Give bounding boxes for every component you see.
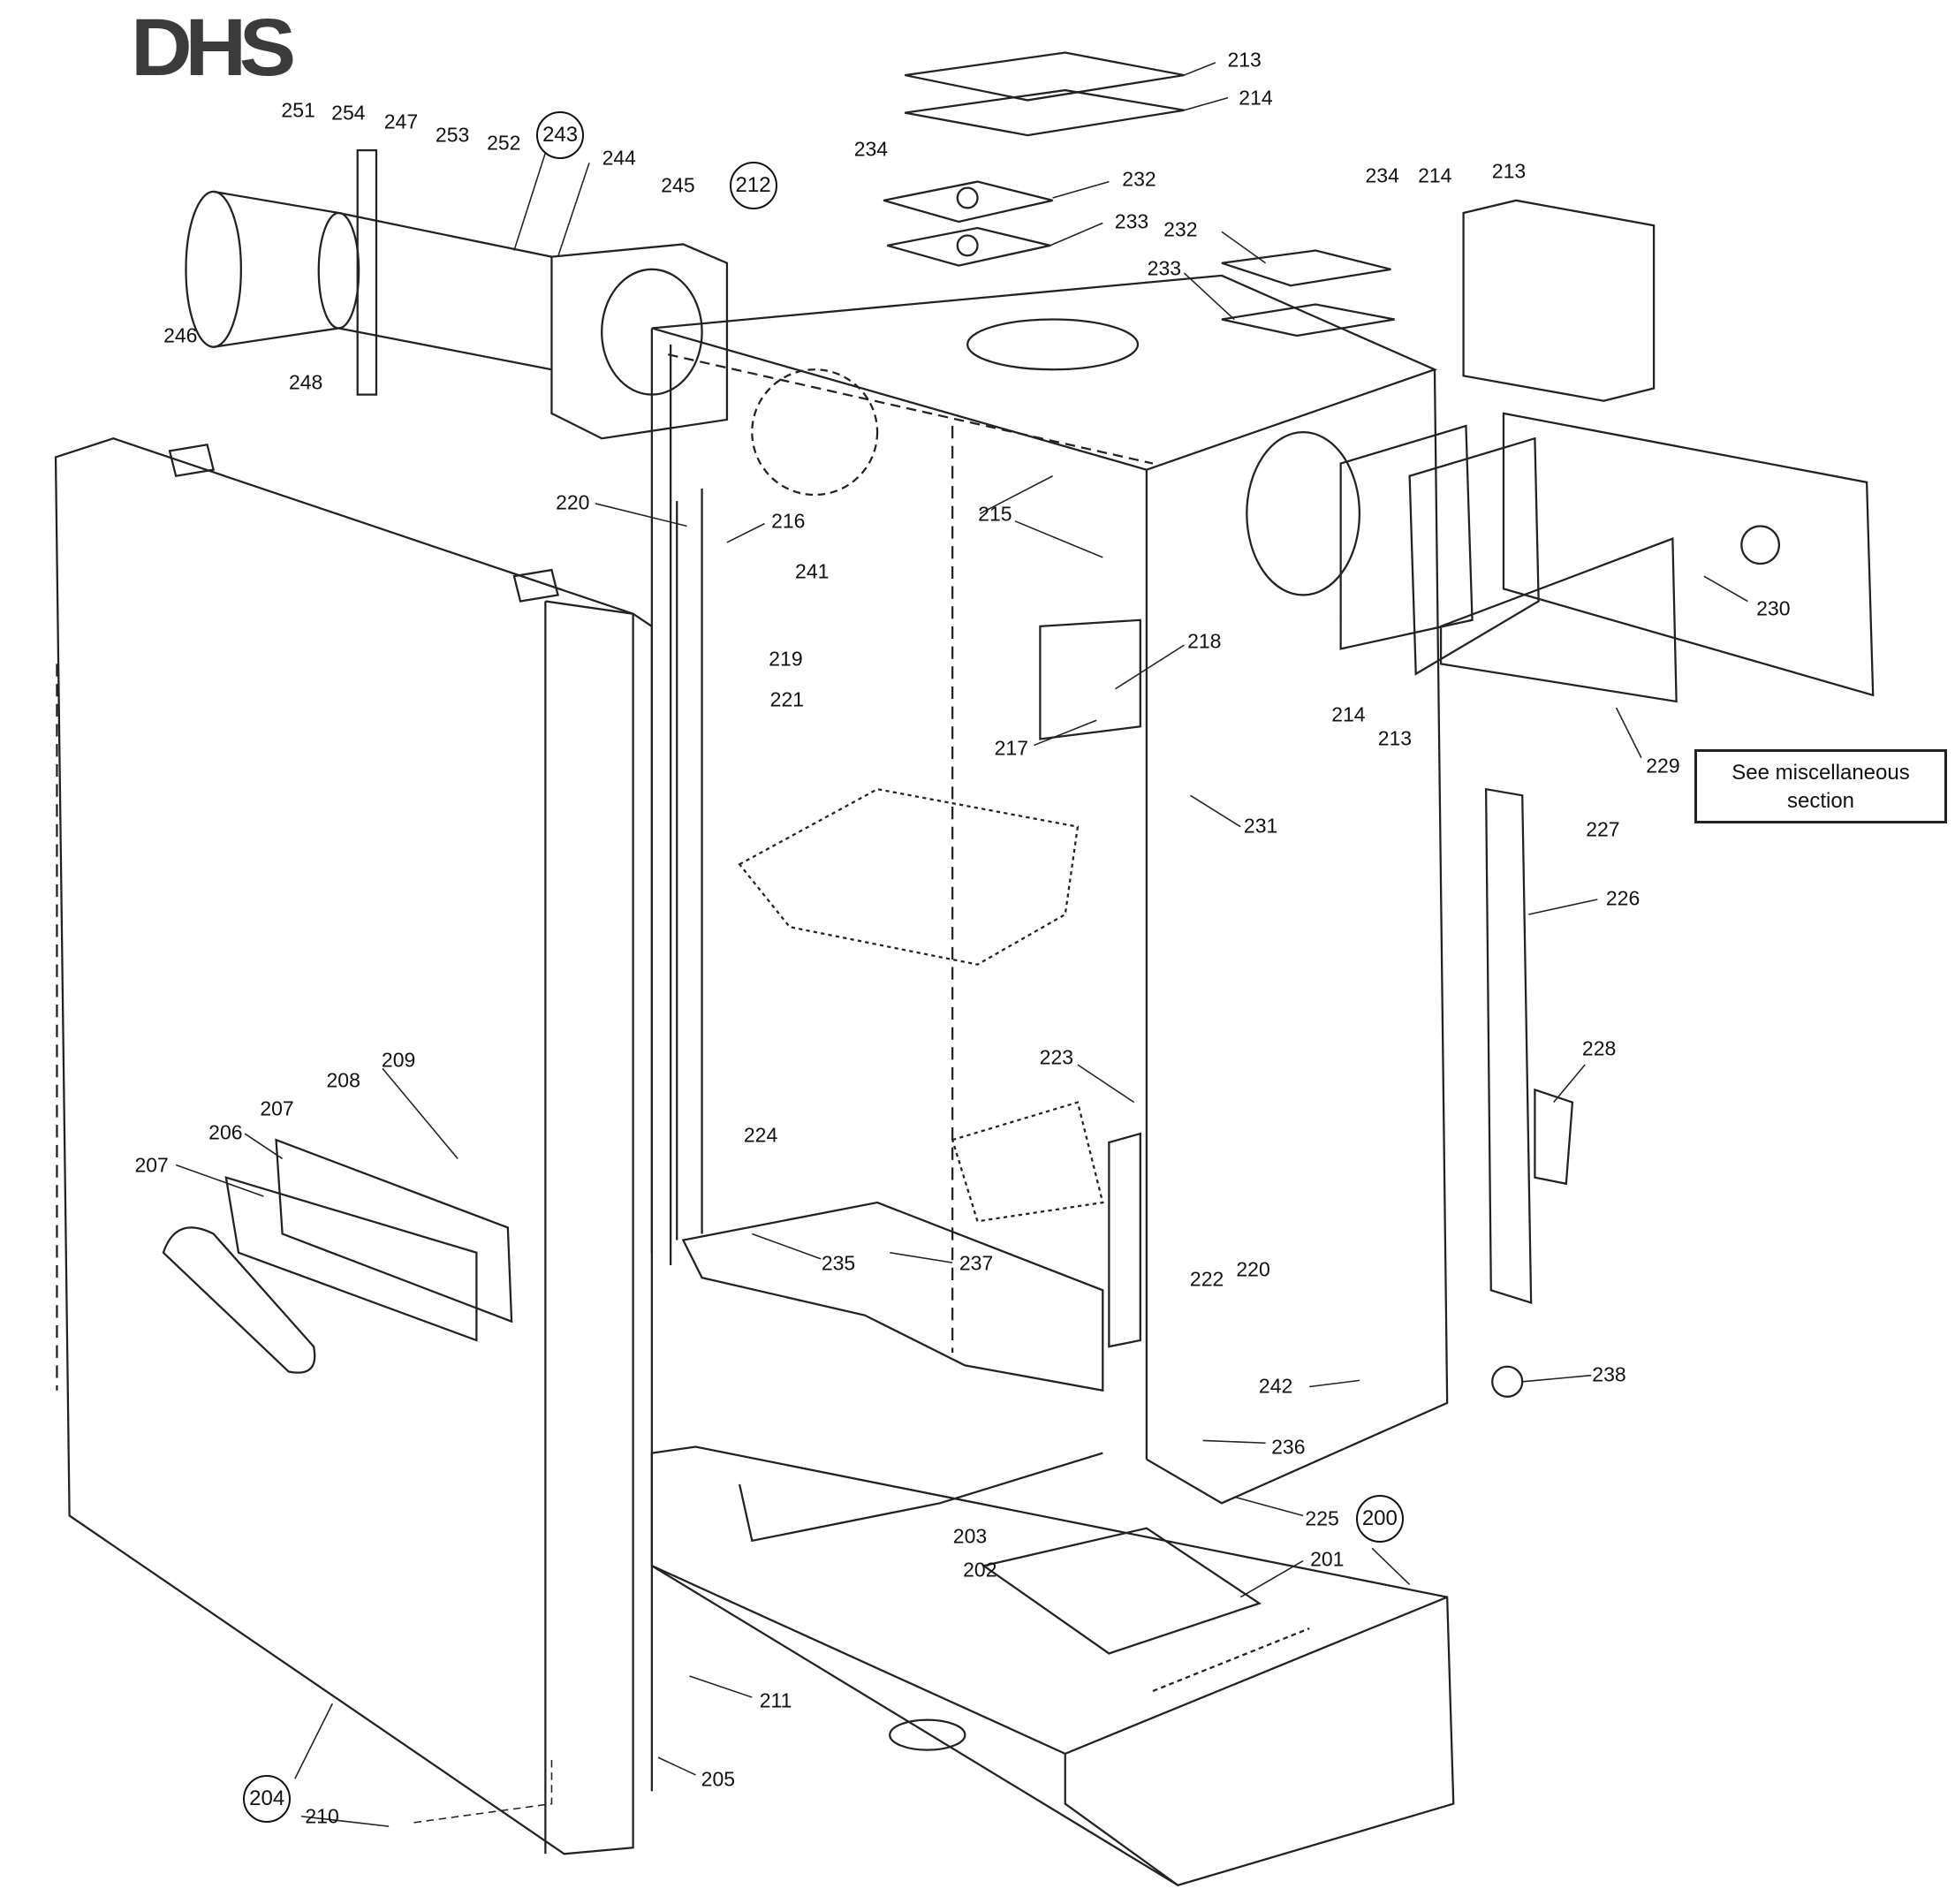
part-callout: 215 [978,502,1012,526]
part-callout: 213 [1377,726,1413,750]
base-tray [650,1445,1455,1886]
part-callout: 202 [963,1558,997,1582]
part-callout: 219 [769,647,803,671]
logo-text: DHS [131,3,296,93]
part-callout: 201 [1310,1547,1345,1571]
note-line-1: See miscellaneous [1731,761,1910,785]
part-callout: 237 [959,1251,994,1275]
assembly-callout: 212 [729,161,777,209]
part-callout: 209 [381,1048,416,1072]
part-callout: 242 [1258,1374,1293,1398]
flue-assembly [185,148,729,440]
part-callout: 241 [795,559,830,583]
leader-lines [175,62,1748,1827]
part-callout: 214 [1331,702,1366,726]
part-callout: 205 [701,1767,736,1791]
part-callout: 253 [435,123,470,147]
part-callout: 232 [1122,167,1156,191]
part-callout: 218 [1187,629,1222,653]
front-panel [54,437,654,1855]
part-callout: 251 [281,98,315,122]
part-callout: 245 [661,173,695,197]
top-plates [883,51,1656,402]
assembly-callout: 200 [1355,1495,1404,1544]
part-callout: 229 [1646,754,1680,778]
note-line-2: section [1786,789,1855,813]
part-callout: 231 [1243,814,1278,838]
part-callout: 232 [1163,217,1198,241]
part-callout: 220 [1236,1257,1270,1281]
part-callout: 233 [1114,209,1149,233]
part-callout: 233 [1147,256,1182,280]
part-callout: 226 [1605,886,1641,910]
part-callout: 225 [1305,1506,1339,1530]
part-callout: 246 [163,323,198,347]
part-callout: 234 [1365,163,1399,187]
part-callout: 213 [1227,48,1262,72]
part-callout: 238 [1592,1362,1626,1386]
part-callout: 220 [556,490,590,514]
part-callout: 223 [1039,1045,1074,1069]
assembly-callout: 204 [243,1774,292,1823]
part-callout: 228 [1581,1036,1617,1060]
part-callout: 234 [853,137,889,161]
part-callout: 214 [1418,163,1452,187]
part-callout: 206 [208,1120,243,1144]
part-callout: 210 [305,1804,339,1828]
part-callout: 224 [743,1123,778,1147]
part-callout: 203 [952,1524,988,1548]
part-callout: 235 [821,1251,856,1275]
part-callout: 254 [331,101,366,125]
main-body [650,274,1449,1505]
part-callout: 217 [994,736,1028,760]
part-callout: 211 [759,1688,792,1712]
part-callout: 208 [326,1068,360,1092]
part-callout: 230 [1756,596,1791,620]
part-callout: 221 [769,687,805,711]
part-callout: 248 [288,370,323,394]
part-callout: 207 [260,1096,294,1120]
part-callout: 207 [134,1153,169,1177]
part-callout: 216 [771,509,806,533]
part-callout: 213 [1491,159,1527,183]
part-callout: 247 [383,110,419,133]
assembly-callout: 243 [536,111,585,160]
dhs-logo: DHS [0,0,380,104]
part-callout: 214 [1239,86,1273,110]
part-callout: 222 [1189,1267,1224,1291]
part-callout: 252 [487,131,521,155]
part-callout: 236 [1271,1435,1306,1459]
part-callout: 227 [1586,817,1620,841]
side-panels [1339,412,1875,1398]
see-misc-section-note: See miscellaneous section [1694,749,1947,823]
part-callout: 244 [602,146,636,170]
